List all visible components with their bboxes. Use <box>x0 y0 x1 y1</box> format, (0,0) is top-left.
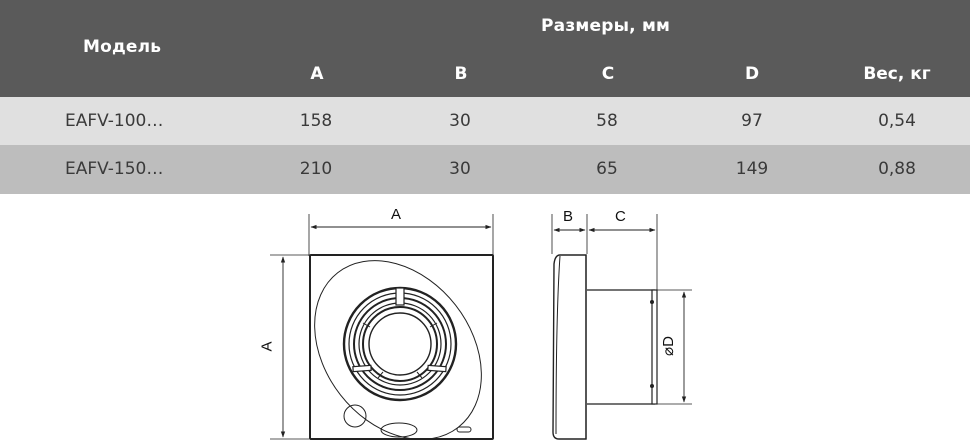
header-col-a: A <box>310 64 324 84</box>
table-header: Модель Размеры, мм A B C D Вес, кг <box>0 0 970 97</box>
table-row: EAFV-150… 210 30 65 149 0,88 <box>0 145 970 194</box>
header-col-d: D <box>744 64 760 84</box>
table-row: EAFV-100… 158 30 58 97 0,54 <box>0 97 970 145</box>
header-col-c: C <box>601 64 615 84</box>
header-col-weight: Вес, кг <box>863 64 931 84</box>
side-b-label: B <box>563 208 574 225</box>
header-col-b: B <box>454 64 468 84</box>
cell-b: 30 <box>449 111 471 131</box>
cell-b: 30 <box>449 159 471 179</box>
cell-d: 149 <box>735 159 769 179</box>
header-model: Модель <box>83 37 162 57</box>
cell-model: EAFV-100… <box>65 111 164 131</box>
header-dimensions-group: Размеры, мм <box>541 16 671 36</box>
cell-weight: 0,88 <box>878 159 916 179</box>
front-view <box>270 214 494 440</box>
cell-weight: 0,54 <box>878 111 916 131</box>
fan-dimension-drawing: A A B C ⌀D <box>0 194 970 441</box>
side-view <box>551 214 692 440</box>
cell-c: 58 <box>596 111 618 131</box>
cell-a: 210 <box>299 159 333 179</box>
cell-c: 65 <box>596 159 618 179</box>
front-height-label: A <box>258 341 276 352</box>
cell-d: 97 <box>741 111 763 131</box>
dimensions-table: Модель Размеры, мм A B C D Вес, кг EAFV-… <box>0 0 970 194</box>
side-diameter-label: ⌀D <box>659 336 677 356</box>
front-width-label: A <box>391 206 402 223</box>
cell-model: EAFV-150… <box>65 159 164 179</box>
technical-drawing <box>270 214 692 440</box>
side-c-label: C <box>615 208 626 225</box>
cell-a: 158 <box>299 111 333 131</box>
